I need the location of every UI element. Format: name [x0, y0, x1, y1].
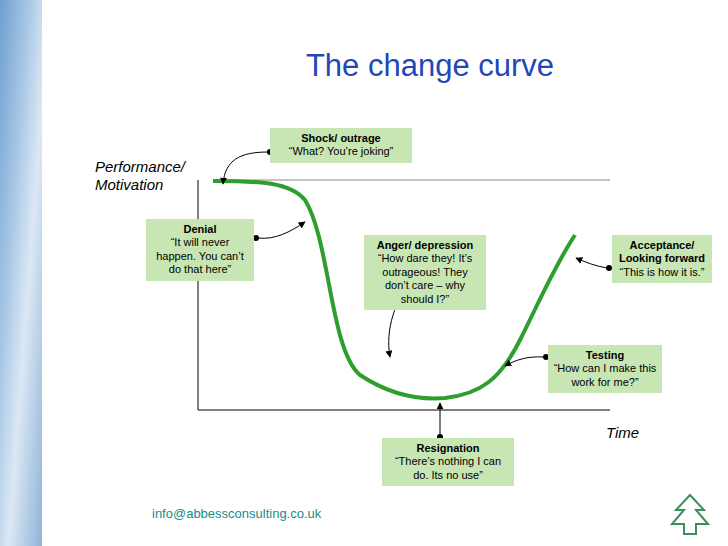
- callout-box: Testing“How can I make this work for me?…: [548, 345, 662, 393]
- x-axis: [198, 410, 610, 411]
- callout-heading: Acceptance/ Looking forward: [617, 239, 707, 266]
- callout-heading: Shock/ outrage: [275, 132, 407, 145]
- callout-quote: “How dare they! It’s outrageous! They do…: [369, 252, 481, 306]
- reference-line: [215, 180, 610, 181]
- leader-line: [258, 222, 305, 238]
- leader-dots: [253, 149, 612, 440]
- y-axis: [198, 180, 199, 410]
- callout-heading: Resignation: [387, 442, 509, 455]
- logo: [672, 495, 708, 534]
- leader-line: [505, 357, 543, 366]
- leader-line: [223, 152, 268, 184]
- callout-heading: Anger/ depression: [369, 239, 481, 252]
- title: The change curve: [0, 48, 728, 84]
- callout-box: Denial“It will never happen. You can’t d…: [146, 219, 254, 281]
- axis-label: Time: [606, 424, 666, 442]
- callout-quote: “What? You’re joking”: [275, 145, 407, 158]
- axis-label: Performance/ Motivation: [95, 158, 205, 194]
- callout-heading: Testing: [553, 349, 657, 362]
- callout-box: Acceptance/ Looking forward“This is how …: [612, 235, 712, 283]
- callout-quote: “There’s nothing I can do. Its no use”: [387, 455, 509, 482]
- callout-quote: “How can I make this work for me?”: [553, 362, 657, 389]
- change-curve: [213, 181, 575, 398]
- leader-line: [440, 403, 441, 434]
- sky-strip: [0, 0, 42, 546]
- callout-quote: “This is how it is.”: [617, 266, 707, 279]
- logo-tree: [672, 495, 708, 534]
- callout-quote: “It will never happen. You can’t do that…: [151, 236, 249, 276]
- leader-line: [576, 258, 607, 268]
- email: info@abbessconsulting.co.uk: [152, 506, 372, 522]
- callout-box: Shock/ outrage“What? You’re joking”: [270, 128, 412, 163]
- callout-box: Resignation“There’s nothing I can do. It…: [382, 438, 514, 486]
- callout-box: Anger/ depression“How dare they! It’s ou…: [364, 235, 486, 310]
- callout-heading: Denial: [151, 223, 249, 236]
